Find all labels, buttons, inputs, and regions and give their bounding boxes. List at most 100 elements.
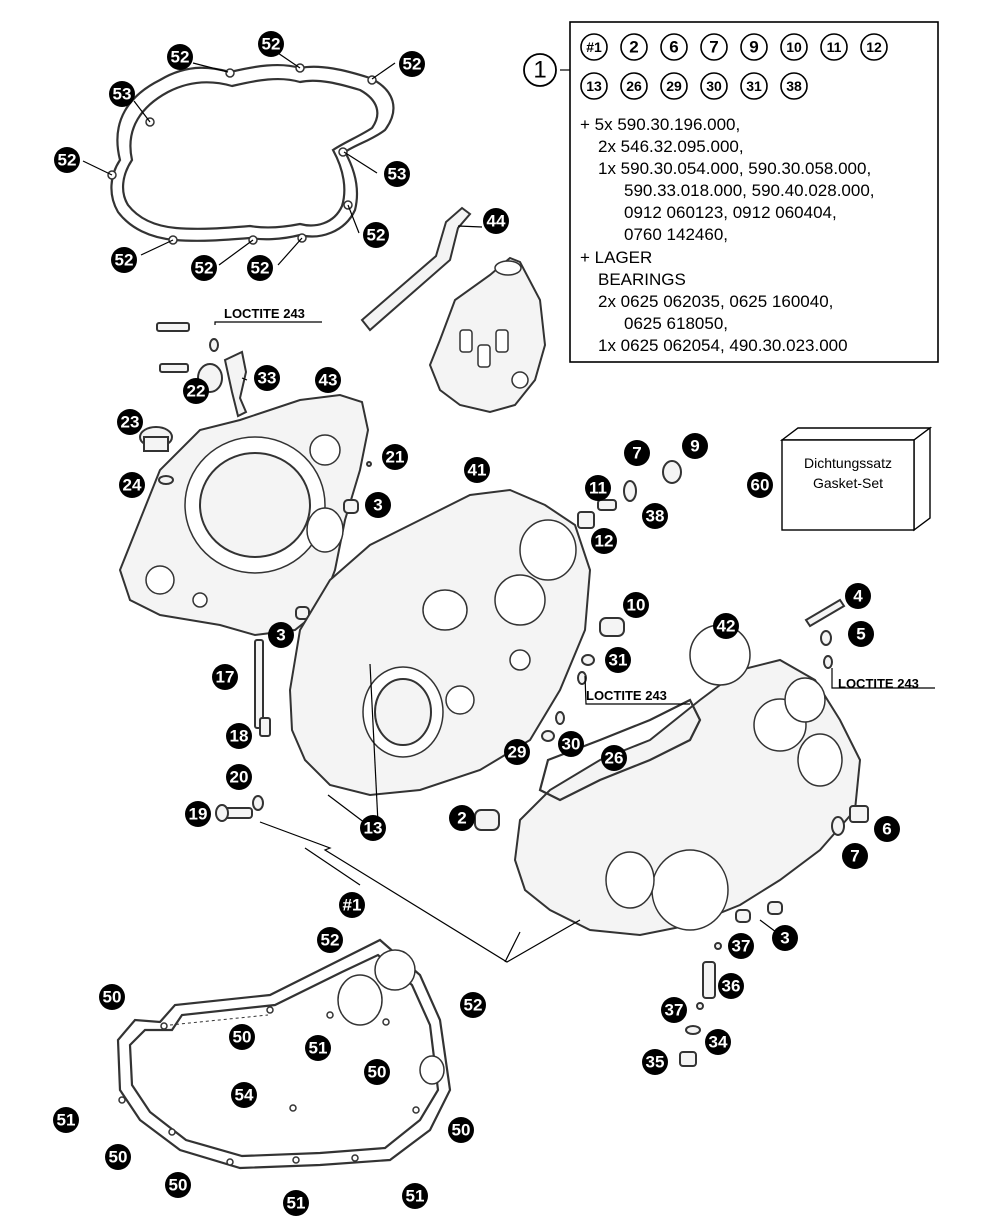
callout-number: 52 — [58, 151, 77, 170]
set-contents-item: 2 — [620, 33, 648, 61]
callout-3: 3 — [772, 925, 798, 951]
callout-number: 7 — [632, 444, 641, 463]
set-line: BEARINGS — [598, 270, 686, 289]
callout-9: 9 — [682, 433, 708, 459]
loctite-label: LOCTITE 243 — [838, 676, 919, 691]
callout-number: 11 — [589, 479, 607, 498]
callout-number: 4 — [853, 587, 863, 606]
callout-29: 29 — [504, 739, 530, 765]
callout-34: 34 — [705, 1029, 731, 1055]
callout-number: 22 — [187, 382, 206, 401]
set-contents-item: 38 — [780, 72, 808, 100]
set-contents-number: 12 — [866, 39, 882, 55]
callout-17: 17 — [212, 664, 238, 690]
bracket-part-44 — [360, 206, 547, 414]
callout-number: 12 — [595, 532, 614, 551]
set-contents-item: 29 — [660, 72, 688, 100]
callout-number: 24 — [123, 476, 142, 495]
clutch-cover-gasket-top — [107, 63, 395, 245]
set-contents-item: 6 — [660, 33, 688, 61]
callout-37: 37 — [728, 933, 754, 959]
callout-number: 17 — [216, 668, 235, 687]
callout-52: 52 — [247, 255, 273, 281]
callout-60: 60 — [747, 472, 773, 498]
callout-51: 51 — [53, 1107, 79, 1133]
small-parts-34-37 — [679, 901, 783, 1067]
plug-6-washer-7 — [831, 805, 869, 836]
callout-37: 37 — [661, 997, 687, 1023]
callout-number: 41 — [468, 461, 487, 480]
callout-20: 20 — [226, 764, 252, 790]
set-contents-item: 7 — [700, 33, 728, 61]
callout-number: 44 — [487, 212, 506, 231]
callout-52: 52 — [317, 927, 343, 953]
callout-42: 42 — [713, 613, 739, 639]
callout-number: 10 — [627, 596, 646, 615]
callout-21: 21 — [382, 444, 408, 470]
callout-54: 54 — [231, 1082, 257, 1108]
callout-50: 50 — [99, 984, 125, 1010]
callout-number: 52 — [403, 55, 422, 74]
set-line: + 5x 590.30.196.000, — [580, 115, 740, 134]
callout-number: 52 — [195, 259, 214, 278]
callout-3: 3 — [268, 622, 294, 648]
callout-number: 52 — [171, 48, 190, 67]
callout-53: 53 — [384, 161, 410, 187]
callout-number: 3 — [276, 626, 285, 645]
dowel-pins — [295, 461, 372, 620]
bolt-19-washer-20 — [215, 795, 264, 822]
callout-number: 7 — [850, 847, 859, 866]
bearing-part-10 — [599, 617, 625, 637]
callout-51: 51 — [305, 1035, 331, 1061]
set-contents-number: 13 — [586, 78, 602, 94]
set-contents-number: 29 — [666, 78, 682, 94]
callout-number: 2 — [457, 809, 466, 828]
callout-number: 31 — [609, 651, 628, 670]
callout-2: 2 — [449, 805, 475, 831]
clutch-cover-part-43 — [118, 393, 370, 637]
callout-52: 52 — [54, 147, 80, 173]
set-line: 1x 590.30.054.000, 590.30.058.000, — [598, 159, 871, 178]
callout-51: 51 — [402, 1183, 428, 1209]
gasket-set-label-de: Dichtungssatz — [804, 455, 892, 471]
callout-number: 37 — [732, 937, 751, 956]
callout-number: 52 — [262, 35, 281, 54]
callout-number: 37 — [665, 1001, 684, 1020]
callout-number: 52 — [367, 226, 386, 245]
callout-50: 50 — [105, 1144, 131, 1170]
callout-23: 23 — [117, 409, 143, 435]
set-line: 2x 546.32.095.000, — [598, 137, 744, 156]
set-line: 0625 618050, — [624, 314, 728, 333]
callout-50: 50 — [165, 1172, 191, 1198]
loctite-label: LOCTITE 243 — [224, 306, 305, 321]
set-contents-item: 13 — [580, 72, 608, 100]
callout-number: #1 — [343, 896, 362, 915]
callout-36: 36 — [718, 973, 744, 999]
callout-53: 53 — [109, 81, 135, 107]
callout-30: 30 — [558, 731, 584, 757]
set-contents-number: 11 — [827, 39, 842, 55]
set-contents-number: 7 — [709, 38, 718, 57]
set-contents-number: 38 — [786, 78, 802, 94]
callout-number: 6 — [882, 820, 891, 839]
callout-number: 50 — [452, 1121, 471, 1140]
set-line: 0760 142460, — [624, 225, 728, 244]
gasket-set-box: Dichtungssatz Gasket-Set — [779, 426, 933, 532]
callout-number: 38 — [646, 507, 665, 526]
callout-number: 60 — [751, 476, 770, 495]
set-line: 1x 0625 062054, 490.30.023.000 — [598, 336, 848, 355]
callout-52: 52 — [111, 247, 137, 273]
callout-number: 36 — [722, 977, 741, 996]
callout-number: 52 — [321, 931, 340, 950]
leader-lines — [82, 50, 935, 963]
callout-12: 12 — [591, 528, 617, 554]
gasket-set-label-en: Gasket-Set — [813, 475, 883, 491]
callout-43: 43 — [315, 367, 341, 393]
set-contents-item: 30 — [700, 72, 728, 100]
callout-number: 53 — [388, 165, 407, 184]
callout-number: 13 — [364, 819, 383, 838]
callout-33: 33 — [254, 365, 280, 391]
